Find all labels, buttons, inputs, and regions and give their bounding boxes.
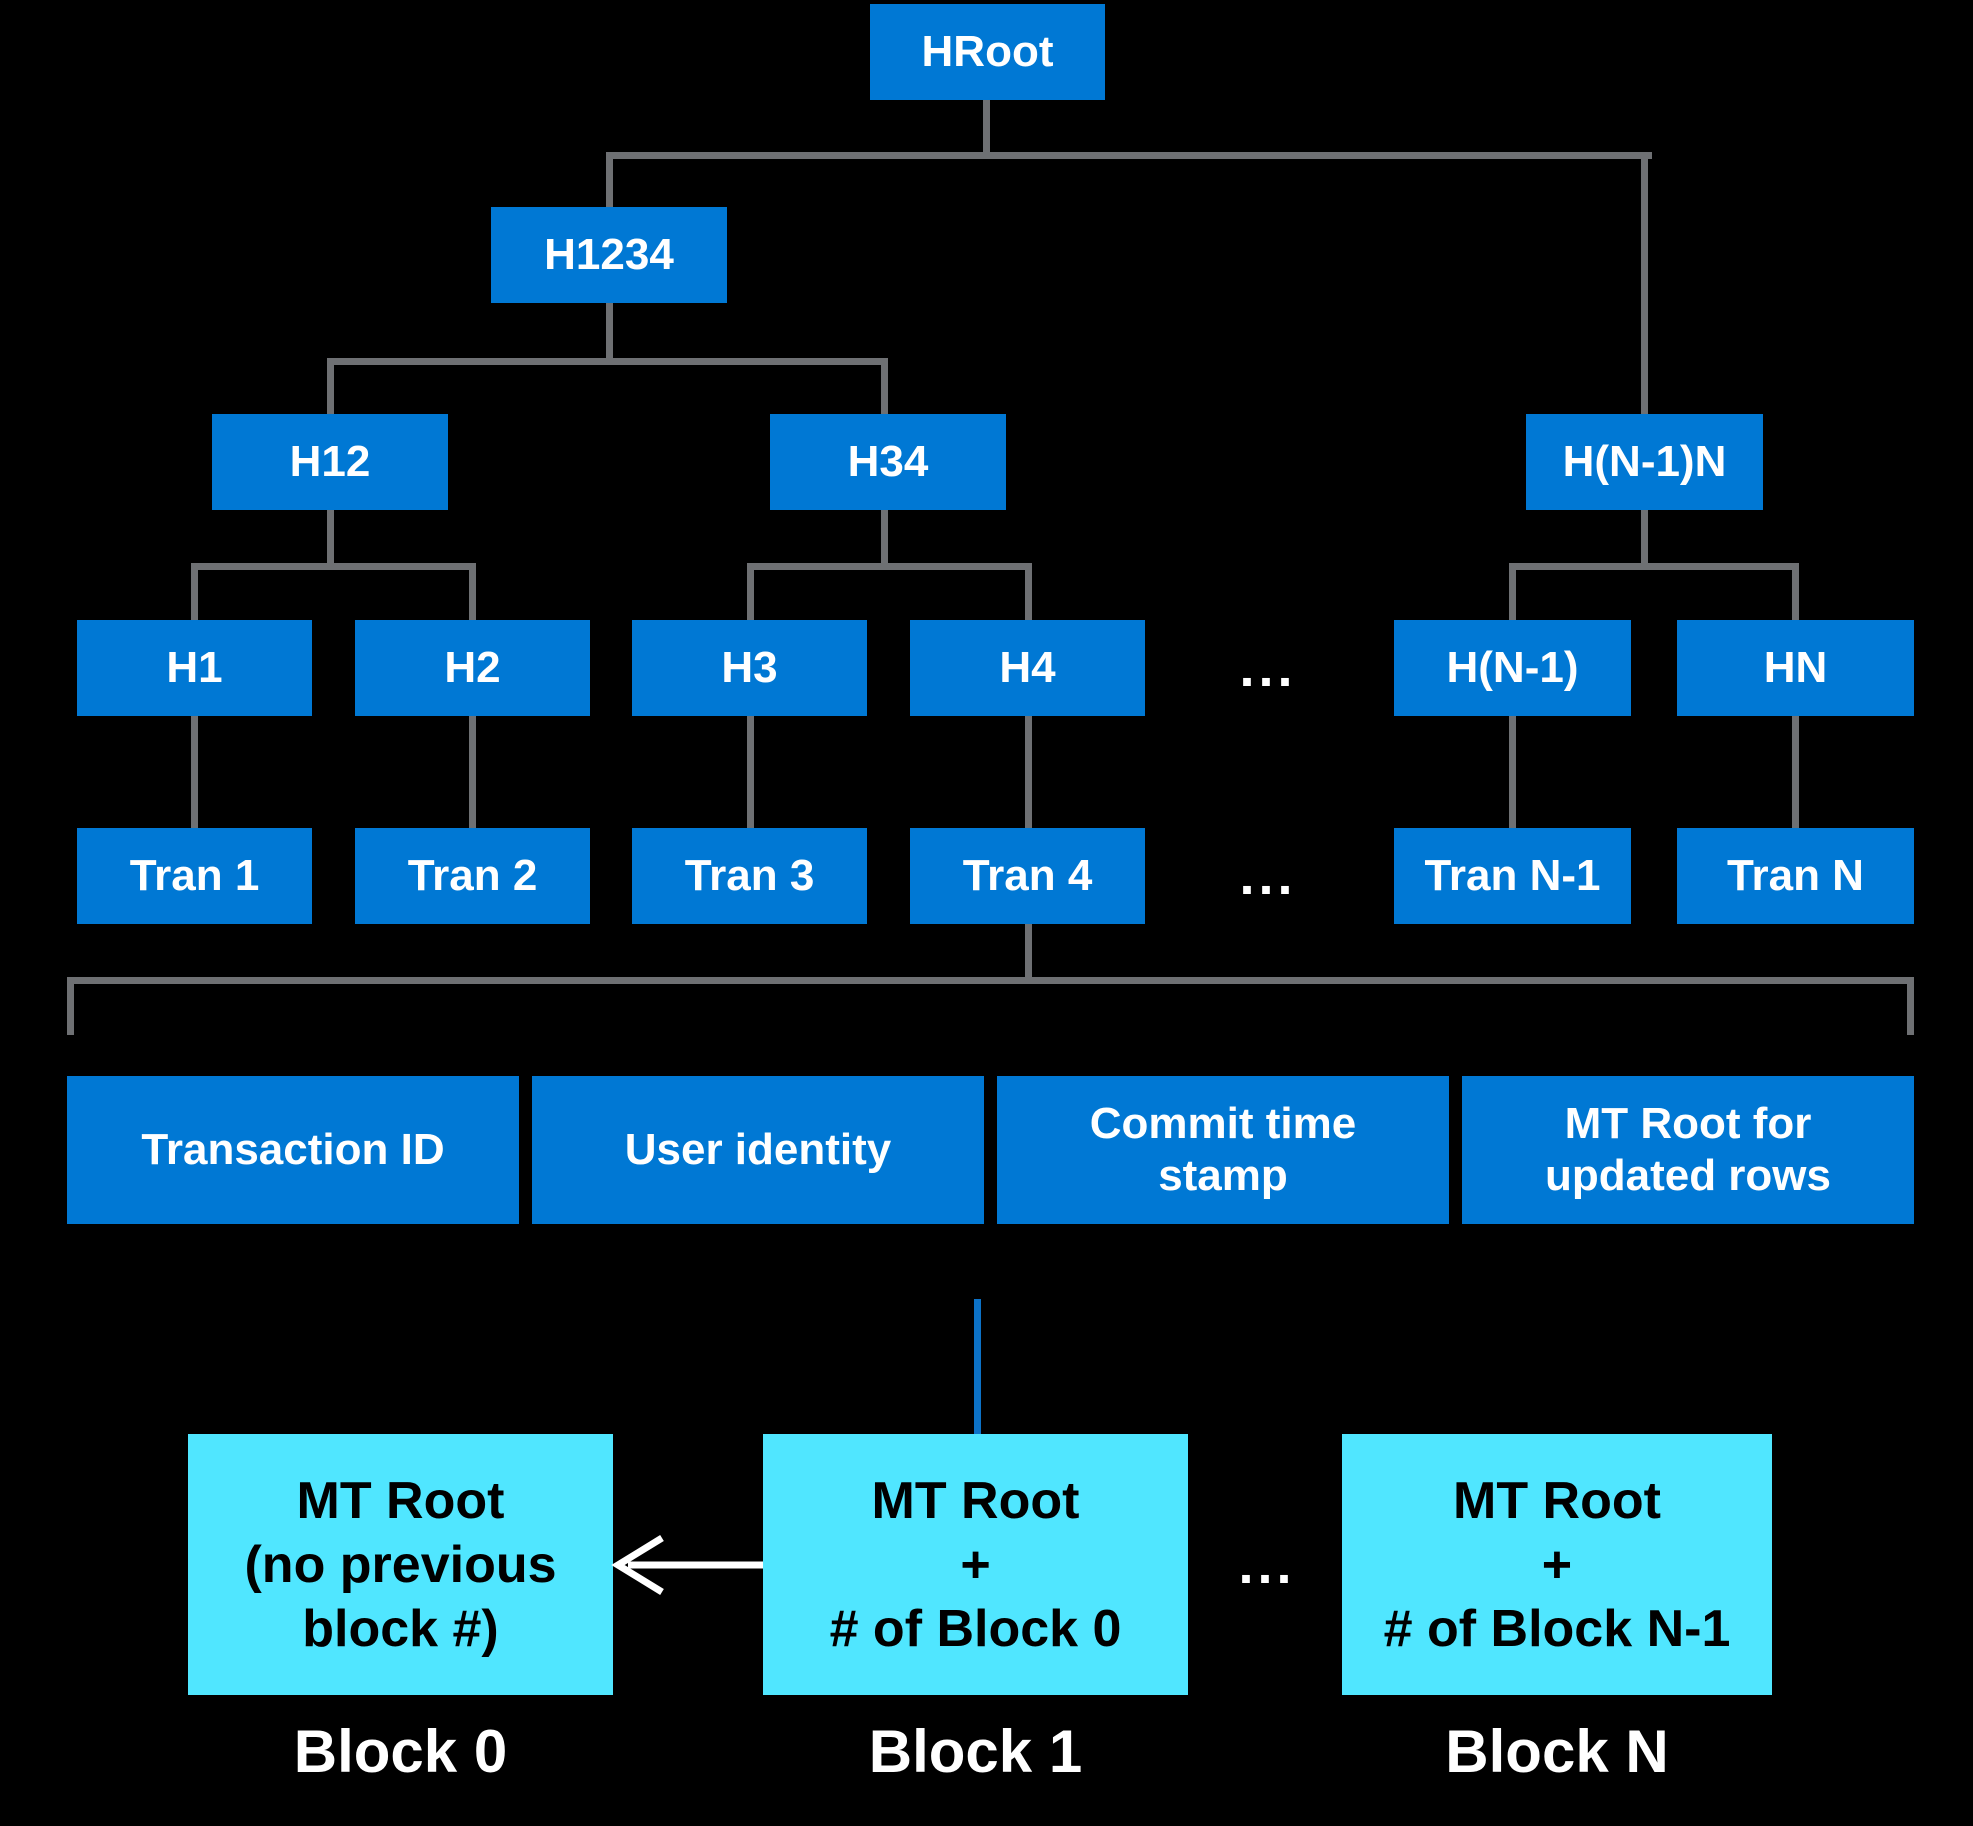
node-hroot: HRoot — [870, 4, 1105, 100]
blockn-box: MT Root + # of Block N-1 — [1342, 1434, 1772, 1695]
connector-level1-horizontal — [606, 152, 1652, 159]
connector-h12-down — [327, 510, 334, 570]
node-hn1n: H(N-1)N — [1526, 414, 1763, 510]
record-cell-user-identity: User identity — [532, 1076, 984, 1224]
bracket-horizontal — [67, 977, 1914, 984]
connector-hn-up — [1792, 563, 1799, 620]
node-trann: Tran N — [1677, 828, 1914, 924]
node-tran2: Tran 2 — [355, 828, 590, 924]
record-cell-transaction-id: Transaction ID — [67, 1076, 519, 1224]
node-h12: H12 — [212, 414, 448, 510]
connector-h3-up — [747, 563, 754, 620]
node-h2: H2 — [355, 620, 590, 716]
connector-h3-tran3 — [747, 716, 754, 828]
record-cell-mt-root: MT Root for updated rows — [1462, 1076, 1914, 1224]
block0-box: MT Root (no previous block #) — [188, 1434, 613, 1695]
ellipsis-blocks: ... — [1238, 1535, 1296, 1595]
connector-hn-trann — [1792, 716, 1799, 828]
connector-hn1-up — [1509, 563, 1516, 620]
node-h1234: H1234 — [491, 207, 727, 303]
connector-h1-tran1 — [191, 716, 198, 828]
node-h1: H1 — [77, 620, 312, 716]
connector-hn1-trann1 — [1509, 716, 1516, 828]
node-h34: H34 — [770, 414, 1006, 510]
bracket-right-stub — [1907, 977, 1914, 1035]
connector-record-to-block1 — [974, 1299, 981, 1434]
node-hn1: H(N-1) — [1394, 620, 1631, 716]
block1-caption: Block 1 — [868, 1717, 1083, 1785]
connector-h1234-up — [606, 152, 613, 207]
ellipsis-tran-level: ... — [1239, 846, 1297, 906]
connector-hn1n-children-horizontal — [1509, 563, 1799, 570]
connector-h1-up — [191, 563, 198, 620]
connector-h34-down — [881, 510, 888, 570]
connector-h34-up — [881, 358, 888, 414]
connector-hroot-down — [983, 97, 990, 159]
node-h3: H3 — [632, 620, 867, 716]
connector-h4-up — [1025, 563, 1032, 620]
connector-hn1n-up-long — [1641, 152, 1648, 415]
record-cell-commit-timestamp: Commit time stamp — [997, 1076, 1449, 1224]
bracket-left-stub — [67, 977, 74, 1035]
node-trann1: Tran N-1 — [1394, 828, 1631, 924]
transaction-record-row: Transaction ID User identity Commit time… — [67, 1076, 1914, 1224]
node-tran1: Tran 1 — [77, 828, 312, 924]
arrow-block1-to-block0 — [611, 1535, 763, 1595]
block0-caption: Block 0 — [293, 1717, 508, 1785]
node-tran3: Tran 3 — [632, 828, 867, 924]
connector-h12-children-horizontal — [191, 563, 476, 570]
connector-h12-up — [327, 358, 334, 414]
node-hn: HN — [1677, 620, 1914, 716]
connector-h2-up — [469, 563, 476, 620]
node-h4: H4 — [910, 620, 1145, 716]
ellipsis-hash-level: ... — [1239, 638, 1297, 698]
connector-h1234-down — [606, 303, 613, 365]
connector-h4-tran4 — [1025, 716, 1032, 828]
block1-box: MT Root + # of Block 0 — [763, 1434, 1188, 1695]
blockn-caption: Block N — [1445, 1717, 1669, 1785]
connector-hn1n-down — [1641, 510, 1648, 570]
connector-h34-children-horizontal — [747, 563, 1032, 570]
node-tran4: Tran 4 — [910, 828, 1145, 924]
connector-tran4-bracket — [1025, 924, 1032, 984]
connector-h2-tran2 — [469, 716, 476, 828]
connector-level2-horizontal — [327, 358, 888, 365]
